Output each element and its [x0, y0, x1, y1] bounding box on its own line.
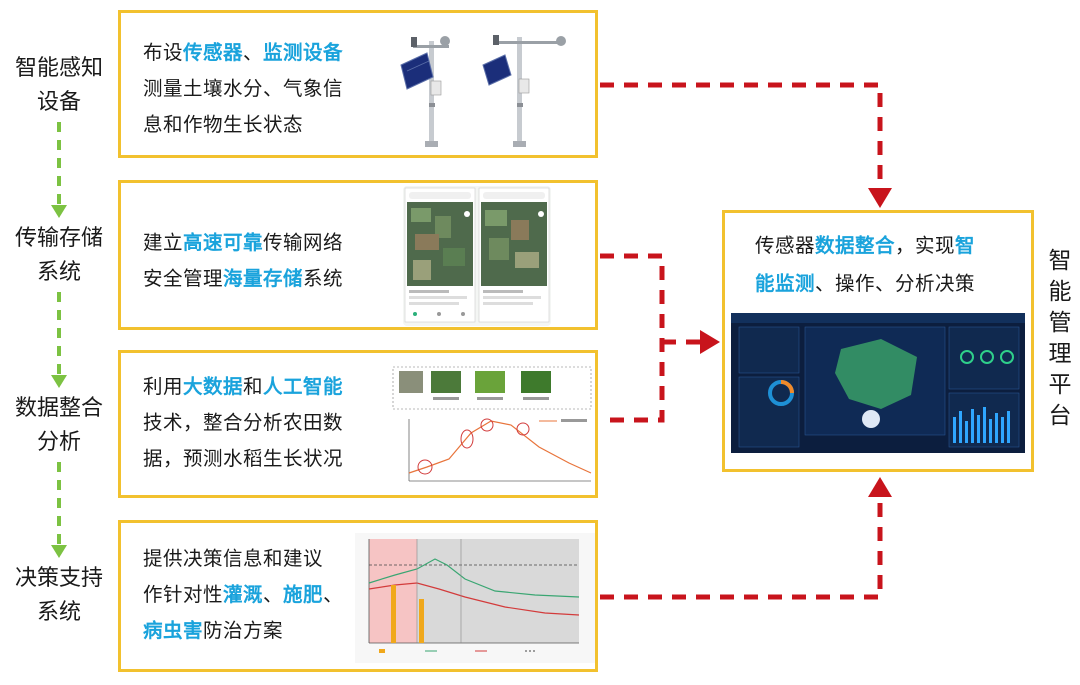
- platform-vertical-title: 智 能 管 理 平 台: [1048, 248, 1072, 429]
- sensing-text: 布设传感器、监测设备 测量土壤水分、气象信 息和作物生长状态: [143, 41, 344, 136]
- platform-box: 传感器数据整合，实现智 能监测、操作、分析决策: [722, 210, 1034, 472]
- stage-label-analysis: 数据整合 分析: [14, 396, 103, 455]
- stage-label-decision: 决策支持 系统: [14, 566, 103, 625]
- platform-text: 传感器数据整合，实现智 能监测、操作、分析决策: [755, 234, 976, 295]
- decision-text: 提供决策信息和建议 作针对性灌溉、施肥、 病虫害防治方案: [143, 547, 344, 642]
- dashboard-screenshot: [731, 313, 1025, 453]
- sensing-box: 布设传感器、监测设备 测量土壤水分、气象信 息和作物生长状态: [118, 10, 598, 158]
- analysis-text: 利用大数据和人工智能 技术，整合分析农田数 据，预测水稻生长状况: [143, 375, 344, 470]
- irrigation-decision-chart-image: [355, 533, 595, 663]
- rice-growth-chart-image: [379, 363, 595, 491]
- decision-box: 提供决策信息和建议 作针对性灌溉、施肥、 病虫害防治方案: [118, 520, 598, 672]
- stage-label-storage: 传输存储 系统: [14, 226, 103, 285]
- analysis-box: 利用大数据和人工智能 技术，整合分析农田数 据，预测水稻生长状况: [118, 350, 598, 498]
- mobile-app-screenshot: [403, 186, 551, 326]
- storage-box: 建立高速可靠传输网络 安全管理海量存储系统: [118, 180, 598, 330]
- storage-text: 建立高速可靠传输网络 安全管理海量存储系统: [143, 231, 344, 290]
- weather-station-image: [393, 23, 593, 151]
- stage-label-sensing: 智能感知 设备: [14, 56, 103, 115]
